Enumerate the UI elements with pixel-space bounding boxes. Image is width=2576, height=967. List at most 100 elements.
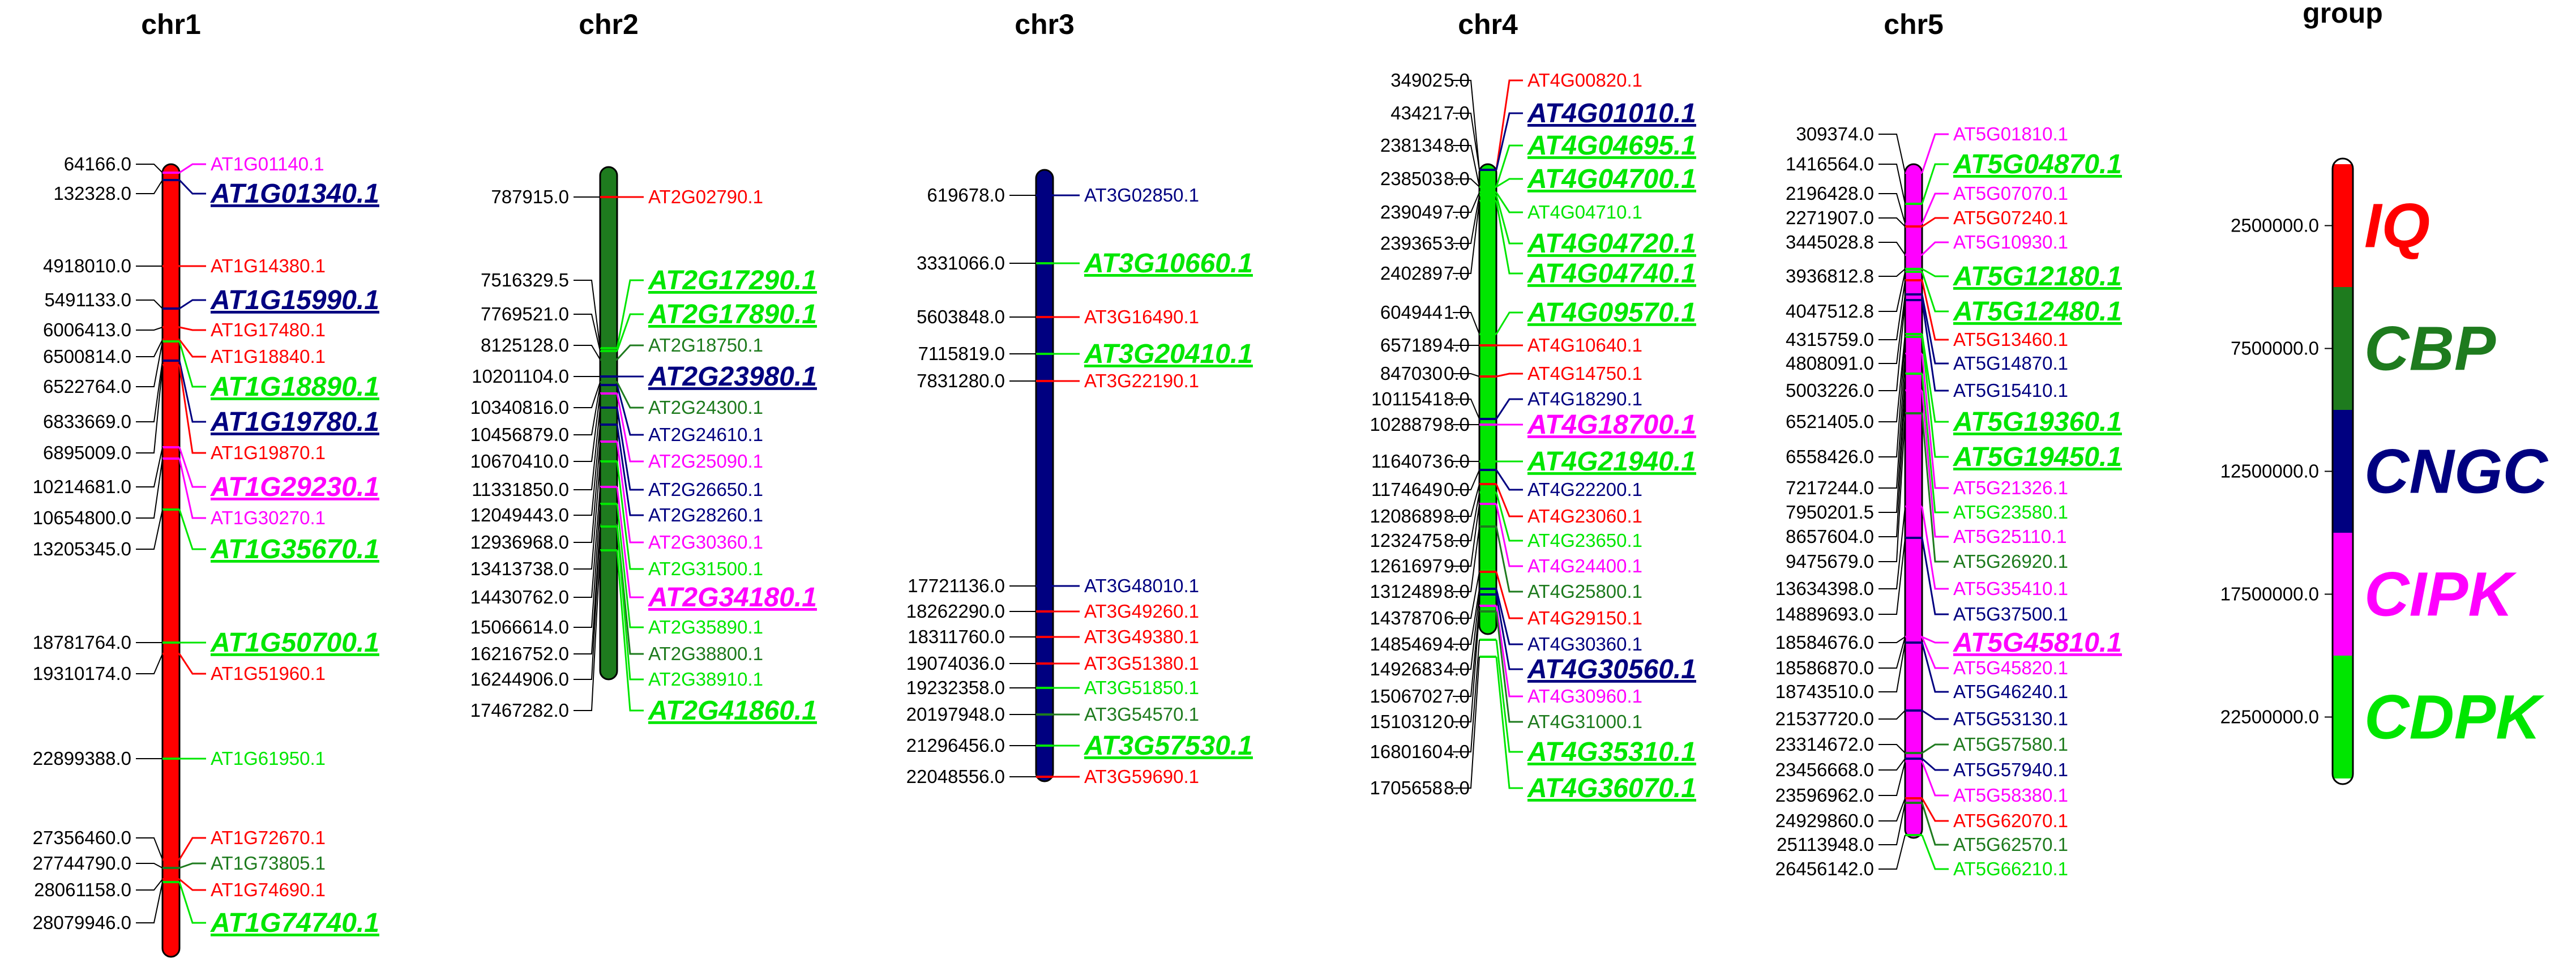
position-label-suffix: 3.0 xyxy=(1444,233,1470,254)
gene-label: AT2G24610.1 xyxy=(648,424,763,445)
gene-label: AT5G57940.1 xyxy=(1953,759,2068,780)
highlighted-gene-label: AT5G19450.1 xyxy=(1953,442,2122,472)
gene-label: AT4G04710.1 xyxy=(1527,202,1642,223)
gene-connector xyxy=(178,458,206,519)
highlighted-gene-label: AT2G34180.1 xyxy=(648,583,817,613)
chromosome-body xyxy=(599,166,618,681)
gene-connector xyxy=(616,393,644,463)
position-connector xyxy=(574,486,601,598)
gene-label: AT3G49260.1 xyxy=(1084,601,1199,622)
highlighted-gene-label: AT1G29230.1 xyxy=(210,472,379,502)
legend-position: 17500000.0 xyxy=(2220,584,2319,605)
position-connector xyxy=(1453,399,1480,420)
highlighted-gene-label: AT2G41860.1 xyxy=(648,696,817,726)
gene-label: AT2G02790.1 xyxy=(648,186,763,207)
gene-label: AT5G62070.1 xyxy=(1953,810,2068,831)
position-label: 4047512.8 xyxy=(1786,301,1874,322)
gene-connector xyxy=(1921,294,1949,365)
position-label: 5491133.0 xyxy=(44,289,131,310)
position-connector xyxy=(1453,192,1480,213)
legend-segment-cipk xyxy=(2333,533,2353,656)
position-connector xyxy=(574,526,601,680)
position-connector xyxy=(1453,639,1480,752)
gene-connector xyxy=(1921,798,1949,822)
position-label-suffix: 7.0 xyxy=(1444,686,1470,707)
position-connector xyxy=(1453,113,1480,170)
gene-connector xyxy=(178,341,206,388)
gene-connector xyxy=(1921,761,1949,797)
gene-label: AT1G14380.1 xyxy=(211,255,326,276)
position-connector xyxy=(1453,484,1480,517)
position-connector xyxy=(574,407,601,490)
position-label: 4315759.0 xyxy=(1786,329,1874,350)
position-label-suffix: 0.0 xyxy=(1444,479,1470,500)
position-connector xyxy=(1878,268,1906,277)
highlighted-gene-label: AT4G04720.1 xyxy=(1527,229,1696,259)
position-label: 19074036.0 xyxy=(906,653,1005,674)
gene-connector xyxy=(1921,192,1949,224)
gene-label: AT5G35410.1 xyxy=(1953,578,2068,599)
position-connector xyxy=(1453,200,1480,274)
position-label: 7217244.0 xyxy=(1786,477,1874,498)
chromosome-body xyxy=(1035,169,1054,782)
gene-connector xyxy=(1922,743,1949,754)
gene-connector xyxy=(616,344,644,361)
position-label: 18781764.0 xyxy=(33,632,131,653)
position-label: 1232475 xyxy=(1370,530,1443,551)
chromosome-body xyxy=(161,163,181,958)
legend-outline xyxy=(2331,157,2354,785)
position-connector xyxy=(574,424,601,516)
gene-connector xyxy=(179,163,206,174)
highlighted-gene-label: AT5G12480.1 xyxy=(1953,297,2122,327)
legend-segment-cdpk xyxy=(2333,656,2353,778)
gene-connector xyxy=(1495,594,1523,670)
gene-connector xyxy=(1921,333,1949,423)
highlighted-gene-label: AT4G01010.1 xyxy=(1527,99,1696,129)
position-label: 309374.0 xyxy=(1796,123,1874,144)
position-label: 238503 xyxy=(1380,168,1443,189)
gene-connector xyxy=(1921,163,1949,204)
position-connector xyxy=(136,360,163,422)
position-connector xyxy=(136,882,163,923)
highlighted-gene-label: AT5G19360.1 xyxy=(1953,407,2122,437)
position-connector xyxy=(1878,642,1906,692)
position-label: 619678.0 xyxy=(927,185,1005,206)
gene-connector xyxy=(1495,311,1523,335)
position-connector xyxy=(1878,636,1906,643)
gene-label: AT4G24400.1 xyxy=(1527,555,1642,576)
highlighted-gene-label: AT4G09570.1 xyxy=(1527,298,1696,328)
gene-connector xyxy=(1496,373,1523,378)
position-connector xyxy=(1453,178,1480,187)
gene-label: AT4G18290.1 xyxy=(1527,388,1642,409)
gene-label: AT4G00820.1 xyxy=(1527,70,1642,91)
position-label-suffix: 8.0 xyxy=(1444,530,1470,551)
legend-segment-cngc xyxy=(2333,410,2353,533)
position-connector xyxy=(136,339,163,357)
gene-connector xyxy=(1921,506,1949,590)
highlighted-gene-label: AT4G21940.1 xyxy=(1527,447,1696,477)
gene-connector xyxy=(616,441,644,544)
highlighted-gene-label: AT2G23980.1 xyxy=(648,362,817,392)
position-connector xyxy=(574,345,601,360)
gene-label: AT5G25110.1 xyxy=(1953,526,2067,547)
position-connector xyxy=(574,503,601,628)
position-label-suffix: 4.0 xyxy=(1444,634,1470,654)
legend-position: 7500000.0 xyxy=(2231,338,2319,359)
gene-label: AT5G10930.1 xyxy=(1953,232,2068,253)
position-connector xyxy=(574,441,601,543)
position-label: 27744790.0 xyxy=(33,853,131,874)
position-connector xyxy=(1878,636,1906,669)
highlighted-gene-label: AT4G35310.1 xyxy=(1527,737,1696,767)
position-label: 22899388.0 xyxy=(33,748,131,769)
position-label: 10654800.0 xyxy=(33,507,131,528)
gene-connector xyxy=(1495,656,1523,789)
gene-connector xyxy=(1921,802,1949,846)
position-connector xyxy=(1453,588,1480,645)
position-label-suffix: 4.0 xyxy=(1444,741,1470,762)
gene-label: AT5G46240.1 xyxy=(1953,681,2068,702)
position-connector xyxy=(1878,280,1906,340)
gene-label: AT1G30270.1 xyxy=(211,507,326,528)
position-label: 1506702 xyxy=(1370,686,1443,707)
chromosome-body xyxy=(1478,163,1497,635)
